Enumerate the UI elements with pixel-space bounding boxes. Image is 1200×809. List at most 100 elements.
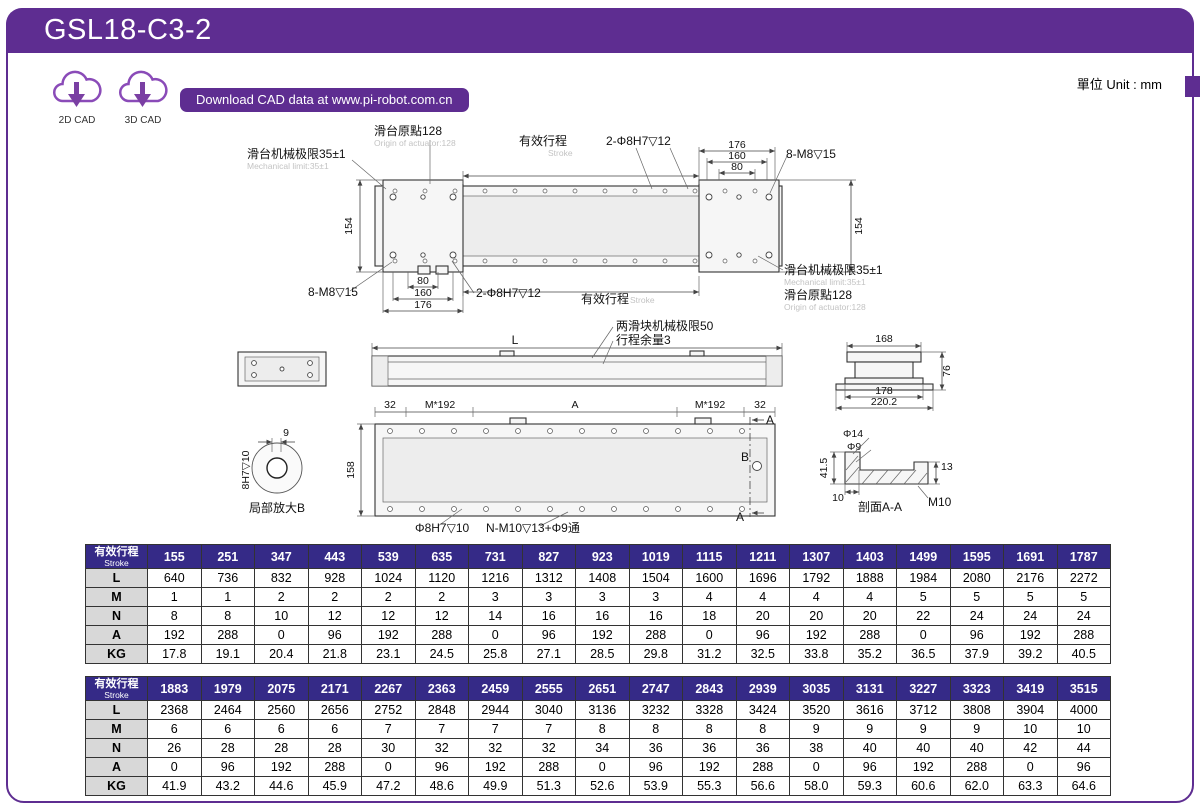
spec-value-cell: 2	[414, 587, 469, 607]
spec-value-cell: 96	[628, 757, 683, 777]
cloud-download-2d-icon[interactable]	[48, 70, 106, 110]
spec-value-cell: 3	[628, 587, 683, 607]
spec-value-cell: 17.8	[147, 644, 202, 664]
spec-value-cell: 43.2	[200, 776, 255, 796]
spec-value-cell: 42	[1003, 738, 1058, 758]
spec-value-cell: 32	[521, 738, 576, 758]
dim-160-top: 160	[728, 150, 746, 162]
spec-value-cell: 8	[628, 719, 683, 739]
dim-154-right: 154	[853, 217, 865, 235]
spec-value-cell: 18	[682, 606, 737, 626]
spec-value-cell: 24.5	[414, 644, 469, 664]
dim-158: 158	[345, 461, 357, 479]
spec-value-cell: 38	[789, 738, 844, 758]
dual-slider-limit-label: 两滑块机械极限50	[616, 318, 714, 333]
spec-value-cell: 2560	[254, 700, 309, 720]
spec-value-cell: 22	[896, 606, 951, 626]
spec-value-cell: 8	[200, 606, 255, 626]
stroke-value-cell: 827	[521, 544, 576, 569]
spec-value-cell: 40.5	[1056, 644, 1111, 664]
cad-2d-button[interactable]: 2D CAD	[46, 70, 108, 126]
side-view: L 两滑块机械极限50 行程余量3	[371, 318, 783, 387]
stroke-label-bottom: 有效行程	[581, 291, 629, 306]
spec-value-cell: 47.2	[361, 776, 416, 796]
spec-value-cell: 4	[789, 587, 844, 607]
m8-label-right: 8-M8▽15	[786, 147, 836, 161]
spec-value-cell: 8	[147, 606, 202, 626]
spec-value-cell: 192	[1003, 625, 1058, 645]
m10-label: M10	[928, 495, 952, 509]
spec-value-cell: 35.2	[842, 644, 897, 664]
stroke-margin-label: 行程余量3	[616, 332, 671, 347]
spec-value-cell: 59.3	[842, 776, 897, 796]
cad-download-link[interactable]: Download CAD data at www.pi-robot.com.cn	[180, 88, 469, 112]
origin-label-top: 滑台原點128	[374, 123, 442, 138]
spec-value-cell: 6	[307, 719, 362, 739]
cad-3d-label: 3D CAD	[124, 115, 162, 126]
stroke-label-top: 有效行程	[519, 133, 567, 148]
dim-L: L	[512, 333, 519, 347]
spec-value-cell: 49.9	[468, 776, 523, 796]
spec-value-cell: 10	[1056, 719, 1111, 739]
spec-value-cell: 29.8	[628, 644, 683, 664]
spec-value-cell: 48.6	[414, 776, 469, 796]
spec-value-cell: 1504	[628, 568, 683, 588]
stroke-value-cell: 1019	[628, 544, 683, 569]
spec-value-cell: 1600	[682, 568, 737, 588]
stroke-value-cell: 1115	[682, 544, 737, 569]
spec-value-cell: 288	[1056, 625, 1111, 645]
spec-value-cell: 288	[414, 625, 469, 645]
stroke-value-cell: 731	[468, 544, 523, 569]
spec-value-cell: 4	[842, 587, 897, 607]
stroke-value-cell: 539	[361, 544, 416, 569]
page-header: GSL18-C3-2	[6, 8, 1194, 53]
dim-41-5: 41.5	[818, 458, 830, 479]
row-label-cell: N	[85, 606, 148, 626]
spec-value-cell: 16	[575, 606, 630, 626]
spec-value-cell: 288	[628, 625, 683, 645]
pin-holes-label-bottom: 2-Φ8H7▽12	[476, 286, 541, 300]
stroke-value-cell: 1307	[789, 544, 844, 569]
bottom-thread-label: N-M10▽13+Φ9通	[486, 521, 580, 535]
dim-80-bottom: 80	[417, 275, 429, 287]
spec-value-cell: 1312	[521, 568, 576, 588]
spec-value-cell: 24	[1003, 606, 1058, 626]
section-mark-a-top: A	[766, 413, 774, 427]
dim-phi9: Φ9	[847, 441, 861, 453]
row-label-cell: KG	[85, 644, 148, 664]
spec-value-cell: 44	[1056, 738, 1111, 758]
spec-value-cell: 2080	[949, 568, 1004, 588]
spec-value-cell: 3136	[575, 700, 630, 720]
dim-80-top: 80	[731, 161, 743, 173]
spec-value-cell: 9	[789, 719, 844, 739]
spec-value-cell: 23.1	[361, 644, 416, 664]
spec-value-cell: 0	[361, 757, 416, 777]
stroke-value-cell: 2267	[361, 676, 416, 701]
spec-value-cell: 5	[896, 587, 951, 607]
spec-value-cell: 5	[1056, 587, 1111, 607]
spec-value-cell: 2	[307, 587, 362, 607]
spec-value-cell: 192	[254, 757, 309, 777]
stroke-value-cell: 1691	[1003, 544, 1058, 569]
spec-value-cell: 3232	[628, 700, 683, 720]
stroke-value-cell: 1979	[200, 676, 255, 701]
spec-value-cell: 288	[200, 625, 255, 645]
spec-value-cell: 192	[361, 625, 416, 645]
spec-value-cell: 3	[468, 587, 523, 607]
page-title: GSL18-C3-2	[44, 14, 212, 46]
spec-value-cell: 52.6	[575, 776, 630, 796]
stroke-value-cell: 3227	[896, 676, 951, 701]
spec-value-cell: 36	[628, 738, 683, 758]
spec-value-cell: 0	[682, 625, 737, 645]
cloud-download-3d-icon[interactable]	[114, 70, 172, 110]
spec-value-cell: 62.0	[949, 776, 1004, 796]
stroke-value-cell: 2075	[254, 676, 309, 701]
spec-value-cell: 96	[735, 625, 790, 645]
dim-220: 220.2	[871, 396, 897, 408]
cad-3d-button[interactable]: 3D CAD	[112, 70, 174, 126]
